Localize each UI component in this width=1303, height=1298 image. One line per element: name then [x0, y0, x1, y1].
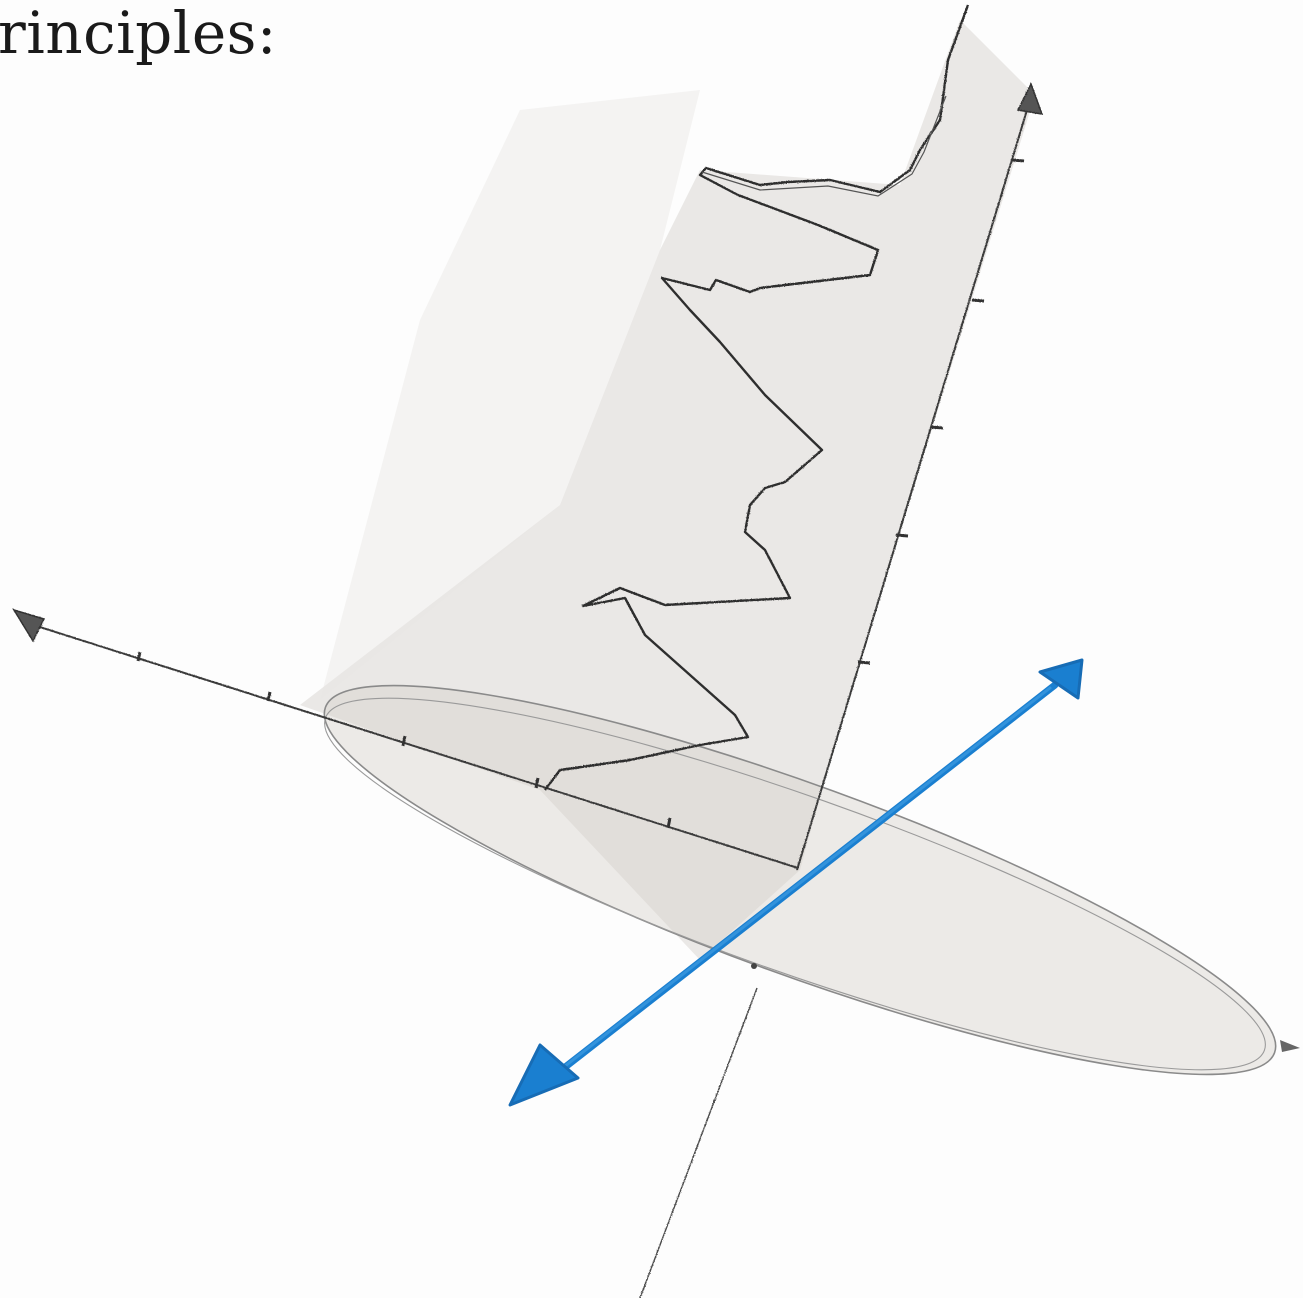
left-axis-arrowhead-icon [14, 610, 44, 641]
blue-arrowhead-lower-icon [510, 1045, 578, 1105]
projection-line [640, 988, 757, 1298]
projection-point [751, 963, 757, 969]
right-axis-tip-icon [1280, 1040, 1300, 1052]
